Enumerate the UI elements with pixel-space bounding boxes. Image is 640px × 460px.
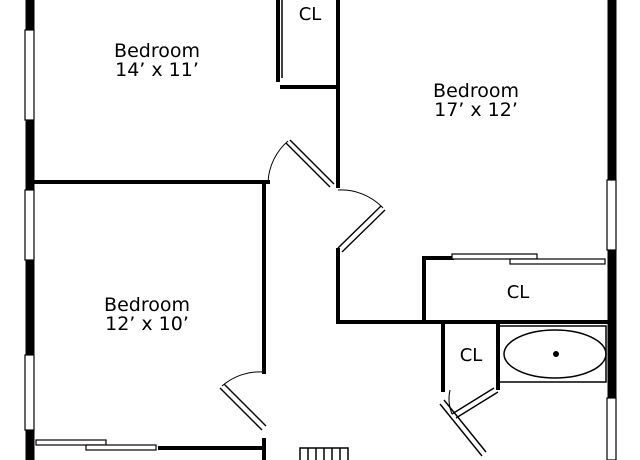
bath-door-b bbox=[443, 399, 487, 453]
bedroom-1-size: 14’ x 11’ bbox=[115, 59, 199, 81]
closet-small-label: CL bbox=[459, 345, 483, 366]
bath-door-a bbox=[439, 403, 483, 457]
door-bedroom-3-leaf-a bbox=[219, 387, 263, 431]
bottom-closet-door-2 bbox=[85, 444, 157, 451]
window-right-1 bbox=[606, 179, 617, 251]
small-closet-door-b bbox=[455, 391, 499, 419]
bedroom-2-size: 17’ x 12’ bbox=[434, 99, 518, 121]
bathtub-drain bbox=[553, 351, 559, 357]
door-bedroom-1-leaf-b bbox=[285, 142, 331, 188]
door-bedroom-3-leaf-b bbox=[223, 383, 267, 427]
door-bedroom-2-swing bbox=[337, 189, 384, 209]
door-bedroom-3-swing bbox=[221, 371, 265, 387]
door-bedroom-1-swing bbox=[267, 140, 289, 183]
closet-right-label: CL bbox=[506, 282, 530, 303]
bedroom-2-label: Bedroom 17’ x 12’ bbox=[433, 82, 519, 120]
bedroom-3-size: 12’ x 10’ bbox=[105, 313, 189, 335]
small-closet-door-swing bbox=[448, 389, 453, 415]
window-right-2 bbox=[606, 397, 617, 460]
right-closet-door-2 bbox=[509, 258, 606, 265]
bathtub-basin bbox=[503, 329, 607, 379]
closet-top-label: CL bbox=[298, 4, 322, 25]
bedroom-3-label: Bedroom 12’ x 10’ bbox=[104, 296, 190, 334]
bottom-closet-door-1 bbox=[35, 439, 107, 446]
bedroom-3-name: Bedroom bbox=[104, 294, 190, 316]
window-left-1 bbox=[24, 29, 35, 121]
door-bedroom-1-leaf-a bbox=[289, 139, 335, 185]
door-bedroom-2-leaf-b bbox=[341, 209, 386, 253]
window-left-3 bbox=[24, 354, 35, 431]
bedroom-2-name: Bedroom bbox=[433, 80, 519, 102]
bedroom-1-name: Bedroom bbox=[114, 40, 200, 62]
right-closet-door-1 bbox=[451, 253, 538, 260]
door-bedroom-2-leaf-a bbox=[337, 205, 382, 249]
small-closet-door-a bbox=[451, 387, 495, 415]
window-left-2 bbox=[24, 189, 35, 261]
bedroom-1-label: Bedroom 14’ x 11’ bbox=[114, 42, 200, 80]
bathtub bbox=[497, 325, 607, 383]
